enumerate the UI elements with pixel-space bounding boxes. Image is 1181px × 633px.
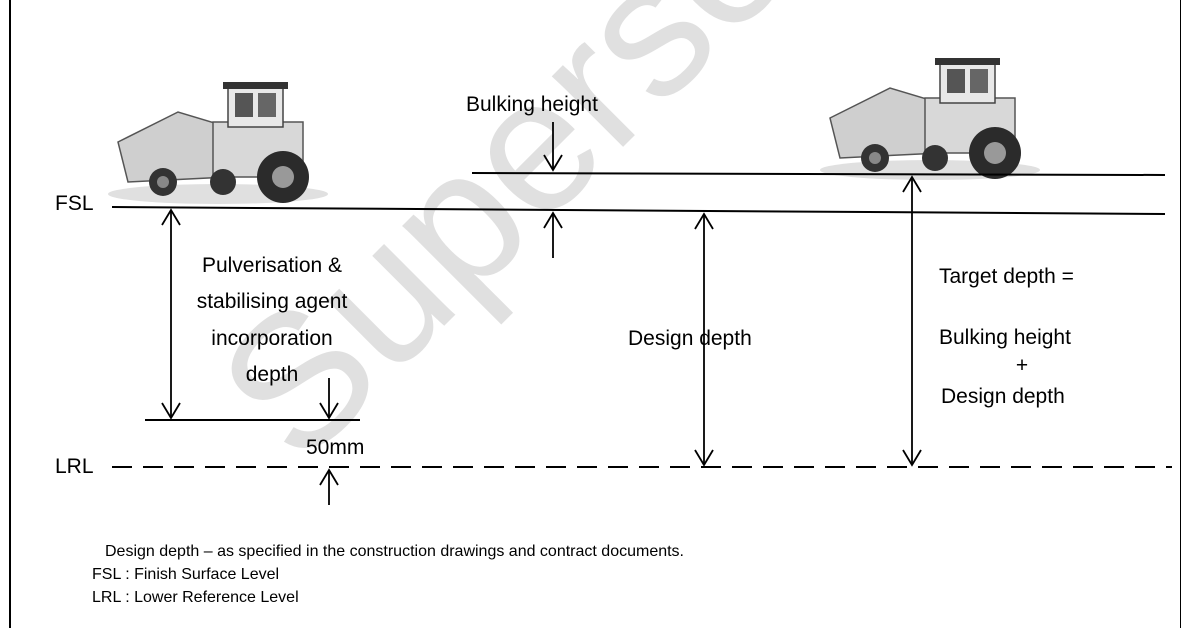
pulverisation-label-line2: stabilising agent	[197, 290, 348, 313]
note-lrl: LRL : Lower Reference Level	[92, 589, 299, 606]
offset-arrow-up	[319, 468, 339, 505]
pulverisation-depth-arrow	[161, 208, 181, 420]
stabiliser-machine-left-image	[108, 82, 328, 204]
watermark-text: Superseded	[179, 0, 1053, 499]
bulking-arrow-down	[543, 122, 563, 172]
bulking-line	[471, 172, 1166, 176]
target-depth-label: Target depth =	[939, 265, 1074, 288]
design-depth-arrow	[694, 212, 714, 467]
pulverisation-label-line3: incorporation	[211, 327, 332, 350]
target-depth-arrow	[902, 175, 922, 467]
note-design-depth: Design depth – as specified in the const…	[105, 543, 684, 560]
fsl-label: FSL	[55, 192, 94, 215]
offset-label: 50mm	[306, 436, 364, 459]
target-plus-sign: +	[1016, 354, 1028, 377]
offset-arrow-down	[319, 378, 339, 420]
note-fsl: FSL : Finish Surface Level	[92, 566, 279, 583]
bulking-arrow-up	[543, 211, 563, 258]
target-bulking-height-label: Bulking height	[939, 326, 1071, 349]
fsl-line	[111, 206, 1166, 215]
design-depth-label: Design depth	[628, 327, 752, 350]
stabiliser-machine-right-image	[820, 58, 1040, 180]
target-design-depth-label: Design depth	[941, 385, 1065, 408]
lrl-label: LRL	[55, 455, 94, 478]
bulking-height-label: Bulking height	[466, 93, 598, 116]
pulverisation-label-line1: Pulverisation &	[202, 254, 342, 277]
pulverisation-label-line4: depth	[246, 363, 299, 386]
